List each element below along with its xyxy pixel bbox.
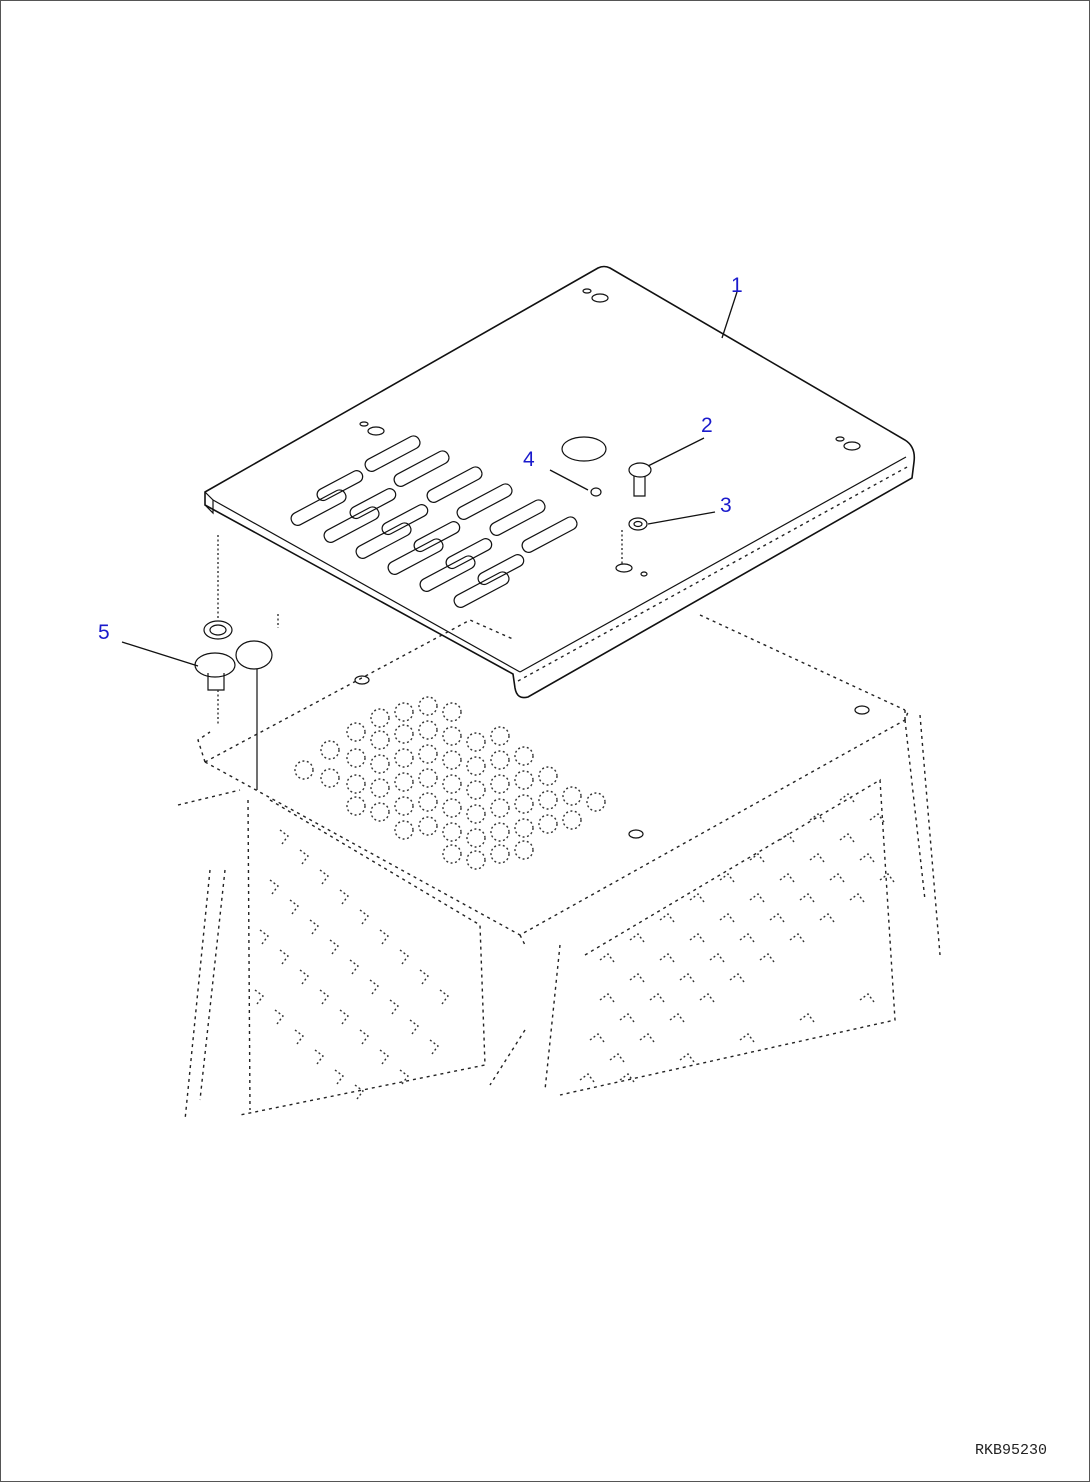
cover-plate bbox=[204, 265, 916, 699]
screw-part-4 bbox=[590, 487, 602, 497]
callout-1: 1 bbox=[731, 274, 743, 297]
callout-3: 3 bbox=[720, 494, 732, 517]
leader-lines bbox=[121, 291, 738, 667]
callout-2: 2 bbox=[701, 414, 713, 437]
lock-assembly-part-5 bbox=[194, 535, 279, 790]
washer-part-3 bbox=[628, 517, 648, 531]
drawing-code: RKB95230 bbox=[975, 1442, 1047, 1459]
engine-hood bbox=[177, 614, 941, 1121]
callout-5: 5 bbox=[98, 621, 110, 644]
callout-4: 4 bbox=[523, 448, 535, 471]
bolt-part-2 bbox=[621, 462, 652, 566]
